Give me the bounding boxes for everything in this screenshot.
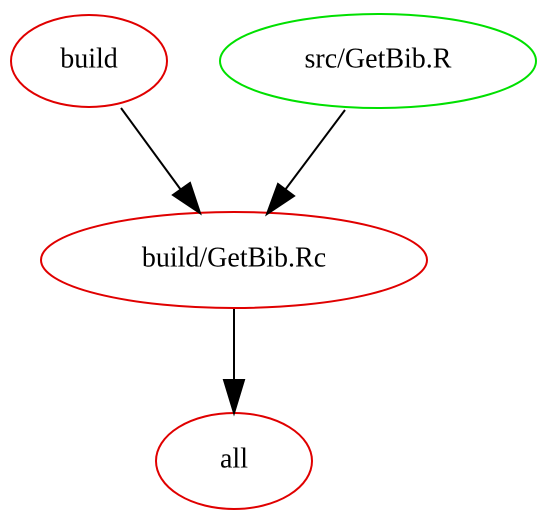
node-src-getbib-label: src/GetBib.R bbox=[305, 43, 452, 74]
node-build-shape bbox=[10, 14, 168, 108]
edge-build-to-build-getbib bbox=[120, 107, 202, 216]
edge-arrowhead bbox=[171, 181, 202, 216]
edge-line bbox=[284, 109, 346, 191]
node-build[interactable]: build bbox=[10, 14, 168, 108]
edge-src-getbib-to-build-getbib bbox=[265, 109, 346, 217]
node-src-getbib[interactable]: src/GetBib.R bbox=[219, 13, 537, 109]
node-all[interactable]: all bbox=[155, 412, 313, 510]
edge-arrowhead bbox=[222, 379, 246, 417]
node-src-getbib-shape bbox=[219, 13, 537, 109]
node-build-getbib-shape bbox=[40, 211, 428, 309]
node-build-getbib-label: build/GetBib.Rc bbox=[142, 242, 326, 273]
edge-arrowhead bbox=[265, 182, 296, 217]
node-build-label: build bbox=[60, 43, 118, 74]
edge-build-getbib-to-all bbox=[222, 309, 246, 417]
node-all-label: all bbox=[220, 443, 248, 474]
node-build-getbib[interactable]: build/GetBib.Rc bbox=[40, 211, 428, 309]
edge-line bbox=[120, 107, 182, 191]
